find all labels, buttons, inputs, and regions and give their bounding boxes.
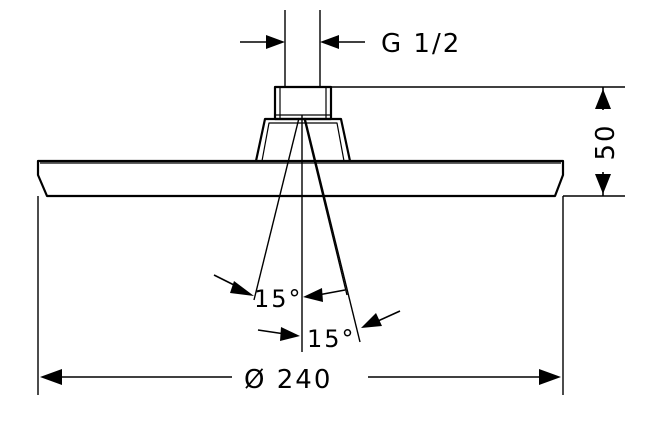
swivel-line-left bbox=[253, 117, 300, 301]
thread-size-label: G 1/2 bbox=[381, 29, 461, 59]
arrow-left-icon bbox=[320, 35, 339, 49]
hex-nut bbox=[273, 85, 333, 121]
arrow-right-icon bbox=[266, 35, 285, 49]
diameter-dimension bbox=[37, 196, 564, 395]
angle-dimension-lower bbox=[257, 310, 401, 341]
shower-plate bbox=[36, 159, 565, 198]
angle-label-lower: 15° bbox=[307, 325, 356, 353]
height-label: 50 bbox=[591, 123, 621, 160]
arrow-down-icon bbox=[595, 174, 611, 194]
arrow-right-icon bbox=[280, 327, 300, 341]
diameter-label: Ø 240 bbox=[244, 365, 332, 395]
angle-dimension-upper bbox=[213, 274, 346, 302]
arrow-right-icon bbox=[539, 369, 561, 385]
ball-joint-housing-inner bbox=[261, 122, 345, 162]
swivel-line-mid bbox=[303, 117, 348, 296]
shower-head-outline bbox=[36, 10, 565, 198]
ball-joint-housing bbox=[254, 117, 352, 162]
height-dimension bbox=[331, 86, 625, 197]
swivel-angle-lines bbox=[253, 115, 361, 352]
thread-dimension bbox=[240, 35, 365, 49]
angle-label-upper: 15° bbox=[254, 285, 303, 313]
arrow-up-icon bbox=[595, 89, 611, 109]
arrow-right-icon bbox=[230, 281, 254, 296]
arrow-left-icon bbox=[361, 313, 382, 328]
swivel-line-right bbox=[304, 117, 361, 343]
arrow-left-icon bbox=[40, 369, 62, 385]
arrow-left-icon bbox=[303, 288, 323, 302]
